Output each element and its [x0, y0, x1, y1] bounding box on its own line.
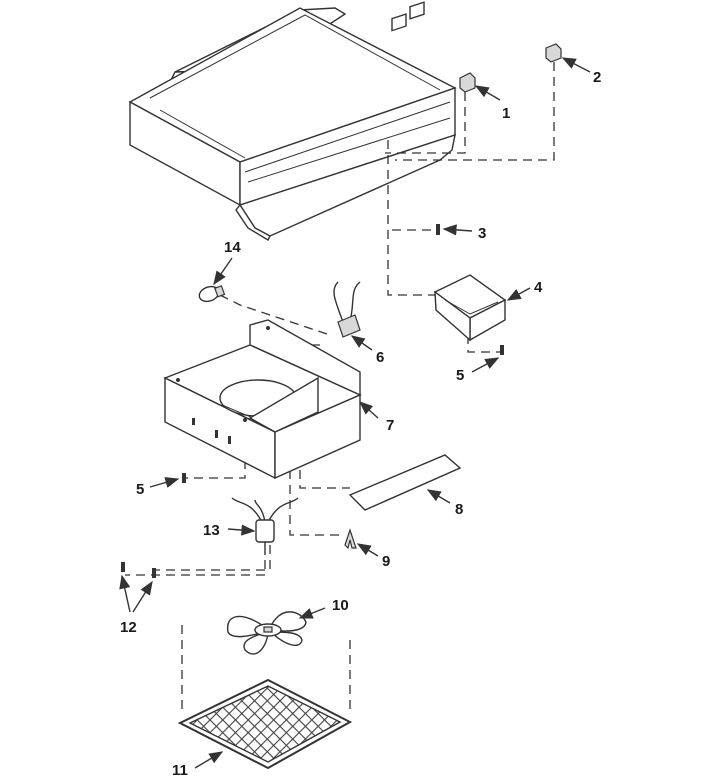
label-part-4: 4 [534, 279, 543, 296]
part-14-light-bulb [198, 257, 233, 303]
label-part-6: 6 [376, 349, 384, 366]
part-12-screws [119, 562, 156, 613]
label-part-12: 12 [120, 619, 137, 636]
label-part-3: 3 [478, 225, 486, 242]
label-part-11: 11 [172, 762, 188, 777]
part-11-grease-filter [177, 678, 353, 770]
part-2-clip [545, 43, 591, 73]
label-part-2: 2 [593, 69, 601, 86]
part-10-fan-blade [227, 607, 326, 655]
label-part-10: 10 [332, 597, 349, 614]
label-part-9: 9 [382, 553, 390, 570]
range-hood-body [128, 1, 457, 241]
part-3-screw [436, 224, 473, 236]
part-7-blower-housing [163, 319, 379, 480]
part-9-clip [344, 528, 379, 557]
part-6-switch [333, 281, 373, 351]
part-1-clip [459, 72, 501, 101]
part-4-bracket [433, 274, 531, 342]
label-part-5-left: 5 [136, 481, 144, 498]
label-part-8: 8 [455, 501, 463, 518]
part-5-screw-upper [471, 345, 504, 373]
part-5-screw-left [149, 473, 186, 488]
label-part-14: 14 [224, 239, 241, 256]
label-part-5-upper: 5 [456, 367, 464, 384]
label-part-13: 13 [203, 522, 220, 539]
part-13-motor [227, 497, 299, 555]
part-labels: 1 2 3 4 5 5 6 7 8 9 10 11 12 13 14 [120, 69, 601, 777]
part-8-panel [348, 454, 462, 511]
label-part-1: 1 [502, 105, 510, 122]
label-part-7: 7 [386, 417, 394, 434]
